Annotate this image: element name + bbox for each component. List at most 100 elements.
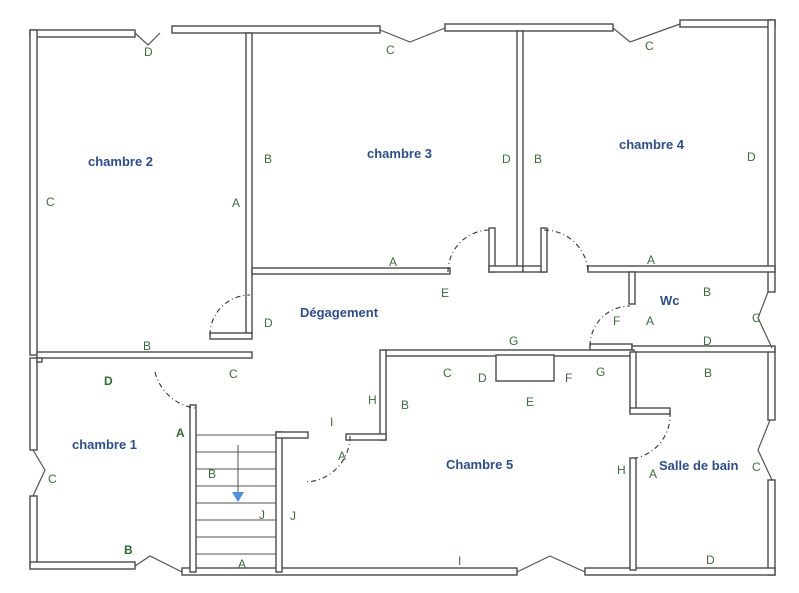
wall-letter: D bbox=[104, 374, 113, 388]
wall-wc-bottom-left bbox=[589, 343, 633, 351]
room-label-wc: Wc bbox=[660, 293, 680, 308]
window-sdb bbox=[757, 419, 773, 481]
wall-wc-left-top bbox=[628, 271, 636, 305]
wall-c3-bottom-right bbox=[488, 265, 524, 273]
wall-letter: E bbox=[441, 286, 449, 300]
wall-letter: B bbox=[534, 152, 542, 166]
wall-letter: A bbox=[238, 557, 246, 571]
door-c3 bbox=[447, 229, 491, 273]
wall-bottom-1 bbox=[29, 561, 136, 570]
wall-sdb-left-lower bbox=[629, 457, 637, 571]
wall-c2-door-jamb bbox=[209, 332, 253, 340]
wall-top-4 bbox=[679, 19, 776, 28]
door-c1 bbox=[154, 371, 196, 409]
wall-c5-niche bbox=[495, 354, 555, 382]
doors bbox=[32, 23, 773, 573]
wall-letter: D bbox=[478, 371, 487, 385]
wall-letter: C bbox=[46, 195, 55, 209]
wall-c2-bottom bbox=[36, 351, 253, 359]
wall-letter: B bbox=[143, 339, 151, 353]
wall-letter: I bbox=[458, 554, 461, 568]
wall-sdb-door-jamb bbox=[629, 407, 671, 415]
wall-c3-bottom bbox=[251, 267, 451, 275]
room-labels: chambre 2 chambre 3 chambre 4 Dégagement… bbox=[72, 137, 739, 473]
wall-letter: C bbox=[48, 472, 57, 486]
wall-letter: C bbox=[229, 367, 238, 381]
wall-letter: B bbox=[703, 285, 711, 299]
wall-letter: D bbox=[706, 553, 715, 567]
wall-letter: C bbox=[752, 460, 761, 474]
staircase bbox=[196, 434, 276, 555]
wall-letter: A bbox=[338, 449, 346, 463]
wall-bottom-3 bbox=[584, 567, 776, 576]
wall-letter: B bbox=[704, 366, 712, 380]
wall-stair-left bbox=[189, 404, 197, 573]
window-c4 bbox=[612, 23, 681, 43]
window-c1 bbox=[32, 449, 46, 497]
wall-c5-step bbox=[345, 433, 387, 441]
door-c5 bbox=[304, 435, 351, 483]
wall-letter: I bbox=[330, 415, 333, 429]
door-wc bbox=[589, 305, 631, 347]
wall-c2-c3 bbox=[245, 32, 253, 334]
wall-letter: E bbox=[526, 395, 534, 409]
wall-letter: H bbox=[368, 393, 377, 407]
wall-c4-door-jamb bbox=[540, 227, 548, 273]
room-label-chambre-4: chambre 4 bbox=[619, 137, 685, 152]
wall-letter: A bbox=[647, 253, 655, 267]
wall-letter: B bbox=[208, 467, 216, 481]
window-c3 bbox=[379, 27, 446, 43]
wall-wc-bottom bbox=[631, 345, 776, 353]
wall-c4-bottom bbox=[587, 265, 776, 273]
room-label-salle-de-bain: Salle de bain bbox=[659, 458, 739, 473]
wall-letter: J bbox=[259, 508, 265, 522]
wall-letter: A bbox=[232, 196, 240, 210]
wall-right-upper bbox=[767, 19, 776, 293]
wall-letter: D bbox=[144, 45, 153, 59]
wall-top-1 bbox=[29, 29, 136, 38]
wall-letter: A bbox=[176, 426, 185, 440]
wall-letter: F bbox=[613, 314, 620, 328]
wall-letter: B bbox=[264, 152, 272, 166]
wall-right-mid bbox=[767, 347, 776, 421]
door-c4 bbox=[543, 229, 589, 273]
wall-right-lower bbox=[767, 479, 776, 576]
wall-bottom-2 bbox=[181, 567, 518, 576]
wall-c1-top bbox=[36, 357, 43, 363]
wall-letter: C bbox=[752, 311, 761, 325]
wall-letter: H bbox=[617, 463, 626, 477]
wall-left-upper bbox=[29, 29, 38, 356]
wall-letter: G bbox=[509, 334, 518, 348]
wall-letter: C bbox=[645, 39, 654, 53]
wall-top-3 bbox=[444, 23, 614, 32]
wall-letter: D bbox=[502, 152, 511, 166]
wall-c5-left-upper bbox=[379, 349, 387, 441]
wall-stair-top-right bbox=[275, 431, 309, 439]
wall-letter: G bbox=[596, 365, 605, 379]
wall-letter: J bbox=[290, 509, 296, 523]
wall-letter: D bbox=[264, 316, 273, 330]
room-label-degagement: Dégagement bbox=[300, 305, 379, 320]
window-wc bbox=[757, 291, 773, 349]
door-sdb bbox=[635, 411, 671, 459]
room-label-chambre-1: chambre 1 bbox=[72, 437, 137, 452]
wall-letter: B bbox=[124, 543, 133, 557]
walls bbox=[29, 19, 776, 576]
wall-left-lower bbox=[29, 495, 38, 567]
wall-letter: D bbox=[747, 150, 756, 164]
door-c2 bbox=[209, 294, 251, 336]
wall-letter: A bbox=[389, 255, 397, 269]
room-label-chambre-2: chambre 2 bbox=[88, 154, 153, 169]
window-c2 bbox=[134, 32, 161, 46]
wall-stair-right bbox=[275, 431, 283, 573]
wall-top-2 bbox=[171, 25, 381, 34]
wall-letter: C bbox=[443, 366, 452, 380]
window-c5 bbox=[516, 555, 586, 573]
wall-left-mid bbox=[29, 357, 38, 451]
wall-letter: C bbox=[386, 43, 395, 57]
wall-letter: D bbox=[703, 334, 712, 348]
wall-letter: F bbox=[565, 371, 572, 385]
wall-letter: A bbox=[649, 467, 657, 481]
room-label-chambre-5: Chambre 5 bbox=[446, 457, 513, 472]
